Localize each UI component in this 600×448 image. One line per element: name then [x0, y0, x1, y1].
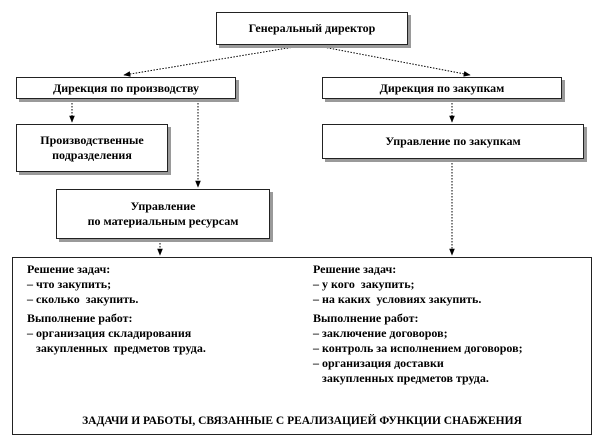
procurement-directorate-label: Дирекция по закупкам: [379, 80, 505, 95]
production-divisions-line-1: Производственные: [40, 133, 144, 147]
general-director-label: Генеральный директор: [248, 21, 376, 35]
functions-panel: Решение задач: – что закупить; – сколько…: [12, 257, 592, 435]
procurement-management-box: Управление по закупкам: [322, 124, 584, 159]
material-resources-line-2: по материальным ресурсам: [87, 214, 239, 228]
production-divisions-line-2: подразделения: [52, 148, 132, 162]
material-resources-management-box: Управление по материальным ресурсам: [56, 189, 270, 239]
arrow-gd-to-procurement: [317, 45, 471, 77]
left-task-item: – что закупить;: [27, 277, 112, 291]
production-functions-column: Решение задач: – что закупить; – сколько…: [27, 262, 297, 356]
procurement-management-label: Управление по закупкам: [385, 134, 521, 148]
production-directorate-box: Дирекция по производству: [16, 77, 236, 99]
right-work-item: закупленных предметов труда.: [313, 371, 489, 385]
right-work-item: – заключение договоров;: [313, 326, 448, 340]
left-tasks-heading: Решение задач:: [27, 262, 111, 276]
right-work-item: – организация доставки: [313, 356, 444, 370]
left-work-item: закупленных предметов труда.: [27, 341, 206, 355]
material-resources-line-1: Управление: [130, 199, 196, 213]
left-work-item: – организация складирования: [27, 326, 192, 340]
general-director-box: Генеральный директор: [216, 12, 408, 45]
procurement-directorate-box: Дирекция по закупкам: [322, 77, 562, 99]
production-divisions-box: Производственные подразделения: [16, 124, 168, 172]
right-work-item: – контроль за исполнением договоров;: [313, 341, 523, 355]
left-works-heading: Выполнение работ:: [27, 311, 133, 325]
right-works-heading: Выполнение работ:: [313, 311, 419, 325]
right-task-item: – на каких условиях закупить.: [313, 292, 482, 306]
right-task-item: – у кого закупить;: [313, 277, 415, 291]
production-directorate-label: Дирекция по производству: [52, 80, 200, 95]
arrow-gd-to-production: [123, 45, 301, 77]
procurement-functions-column: Решение задач: – у кого закупить; – на к…: [313, 262, 589, 386]
left-task-item: – сколько закупить.: [27, 292, 139, 306]
panel-caption: ЗАДАЧИ И РАБОТЫ, СВЯЗАННЫЕ С РЕАЛИЗАЦИЕЙ…: [82, 415, 522, 427]
right-tasks-heading: Решение задач:: [313, 262, 397, 276]
